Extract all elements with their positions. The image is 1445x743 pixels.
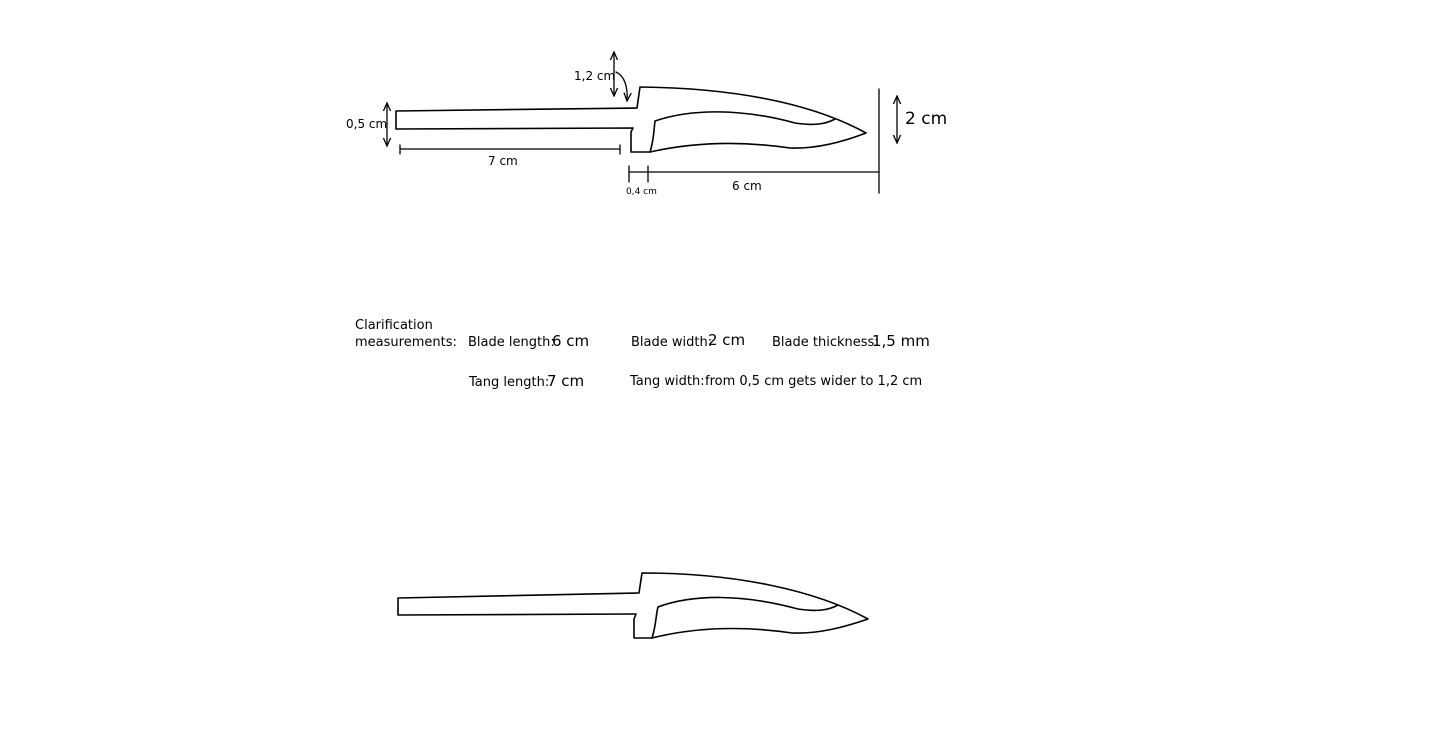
plain-knife: [397, 572, 869, 639]
blade-thickness-spec-label: Blade thickness:: [772, 335, 879, 350]
tang-height-label: 0,5 cm: [346, 117, 387, 131]
knife-outline-top: [395, 86, 867, 153]
blade-length-spec-label: Blade length:: [468, 335, 555, 350]
tang-length-spec-label: Tang length:: [468, 375, 549, 390]
tang-width-spec-label: Tang width:: [629, 374, 705, 389]
dimensioned-knife: 0,5 cm 7 cm 1,2 cm 0,4 cm 6 cm 2 cm: [346, 52, 947, 197]
step-height-label: 1,2 cm: [574, 69, 615, 83]
blade-width-spec-label: Blade width:: [631, 335, 712, 350]
tang-width-spec-value: from 0,5 cm gets wider to 1,2 cm: [705, 374, 922, 389]
blade-edge-line-bottom: [651, 596, 839, 639]
clarification-block: Clarification measurements: Blade length…: [355, 318, 930, 390]
clarification-title-1: Clarification: [355, 318, 433, 333]
blade-width-spec-value: 2 cm: [708, 331, 745, 349]
blade-width-label: 2 cm: [905, 109, 947, 129]
blade-thickness-spec-value: 1,5 mm: [872, 332, 930, 350]
blade-length-label: 6 cm: [732, 179, 762, 193]
blade-length-spec-value: 6 cm: [552, 332, 589, 350]
tang-length-label: 7 cm: [488, 154, 518, 168]
blade-edge-line-top: [649, 111, 836, 153]
gap-label: 0,4 cm: [626, 187, 657, 197]
knife-outline-bottom: [397, 572, 869, 639]
step-pointer-arrow: [615, 71, 627, 101]
clarification-title-2: measurements:: [355, 335, 457, 350]
tang-length-spec-value: 7 cm: [547, 372, 584, 390]
